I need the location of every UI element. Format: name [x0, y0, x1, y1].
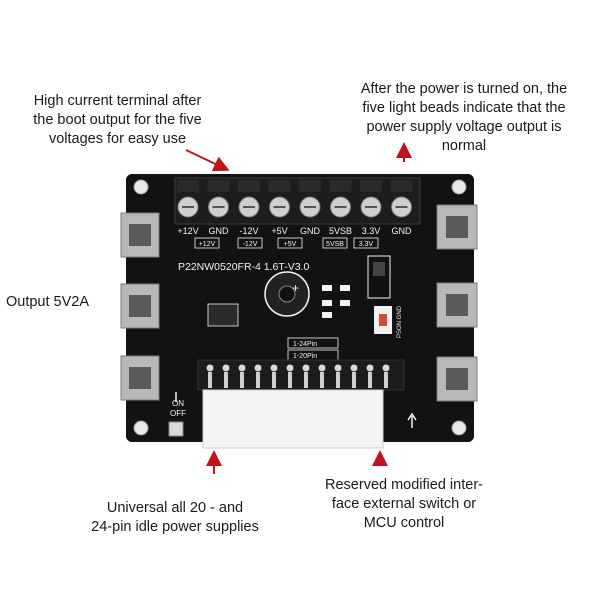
terminal-label: 3.3V [362, 226, 381, 236]
atx-pin [350, 364, 358, 372]
terminal-label: +5V [271, 226, 287, 236]
terminal-socket [329, 180, 352, 192]
terminal-socket [177, 180, 199, 192]
callout-indicator-leds: After the power is turned on, the five l… [360, 81, 568, 154]
plus-sign-icon: + [292, 281, 299, 295]
terminal-socket [390, 180, 413, 192]
terminal-label: GND [300, 226, 321, 236]
terminal-label: +12V [177, 226, 198, 236]
led-label: +5V [284, 241, 297, 248]
atx-pin-lead [304, 372, 308, 388]
atx-pin [382, 364, 390, 372]
terminal-labels: +12V GND -12V +5V GND 5VSB 3.3V GND [177, 226, 412, 236]
led-label: 5VSB [326, 241, 344, 248]
up-arrow-icon [407, 412, 417, 428]
pson-label: PSON GND [397, 305, 403, 338]
callout-usb-output: Output 5V2A [6, 294, 90, 310]
callout-atx-connector: Universal all 20 - and 24-pin idle power… [91, 500, 259, 535]
led-label: +12V [199, 241, 216, 248]
atx-pin-lead [336, 372, 340, 388]
pin20-label: 1-20Pin [293, 353, 317, 360]
callout-external-switch: Reserved modified inter- face external s… [325, 477, 483, 531]
terminal-label: GND [392, 226, 413, 236]
atx-24pin-connector [197, 359, 405, 449]
arrow-to-terminal [185, 149, 230, 172]
atx-pin [302, 364, 310, 372]
atx-pin [206, 364, 214, 372]
screw-terminal-block [174, 177, 421, 225]
led-label: -12V [243, 241, 258, 248]
atx-pin [270, 364, 278, 372]
atx-pin [334, 364, 342, 372]
led-indicator-labels: +12V -12V +5V 5VSB 3.3V [194, 237, 379, 249]
led-label: 3.3V [359, 241, 374, 248]
atx-pin [318, 364, 326, 372]
pin24-label: 1-24Pin [293, 341, 317, 348]
annotation-arrows [185, 142, 412, 474]
atx-pin-lead [320, 372, 324, 388]
atx-pin-lead [352, 372, 356, 388]
atx-pin-lead [368, 372, 372, 388]
mounting-holes [133, 179, 467, 436]
atx-pin [238, 364, 246, 372]
atx-pin-lead [256, 372, 260, 388]
terminal-socket [360, 180, 382, 192]
power-switch [168, 421, 184, 437]
ic-chip [207, 303, 239, 327]
switch-off-label: OFF [170, 409, 186, 418]
usb-ports-right [436, 204, 478, 402]
atx-pin [286, 364, 294, 372]
smd-components [322, 285, 350, 318]
terminal-label: -12V [239, 226, 258, 236]
atx-pin [366, 364, 374, 372]
terminal-socket [207, 180, 230, 192]
atx-pin-lead [288, 372, 292, 388]
switch-on-label: ON [172, 399, 184, 408]
terminal-socket [238, 180, 260, 192]
terminal-label: GND [209, 226, 230, 236]
atx-pin-lead [384, 372, 388, 388]
atx-pin [222, 364, 230, 372]
atx-pin-lead [224, 372, 228, 388]
atx-pin-lead [272, 372, 276, 388]
board-model-label: P22NW0520FR-4 1.6T-V3.0 [178, 261, 309, 273]
terminal-socket [268, 180, 291, 192]
atx-pin-lead [208, 372, 212, 388]
atx-pin-lead [240, 372, 244, 388]
terminal-label: 5VSB [329, 226, 352, 236]
atx-pin [254, 364, 262, 372]
usb-ports-left [120, 212, 160, 401]
terminal-socket [299, 180, 321, 192]
callout-high-current-terminal: High current terminal after the boot out… [33, 93, 202, 147]
